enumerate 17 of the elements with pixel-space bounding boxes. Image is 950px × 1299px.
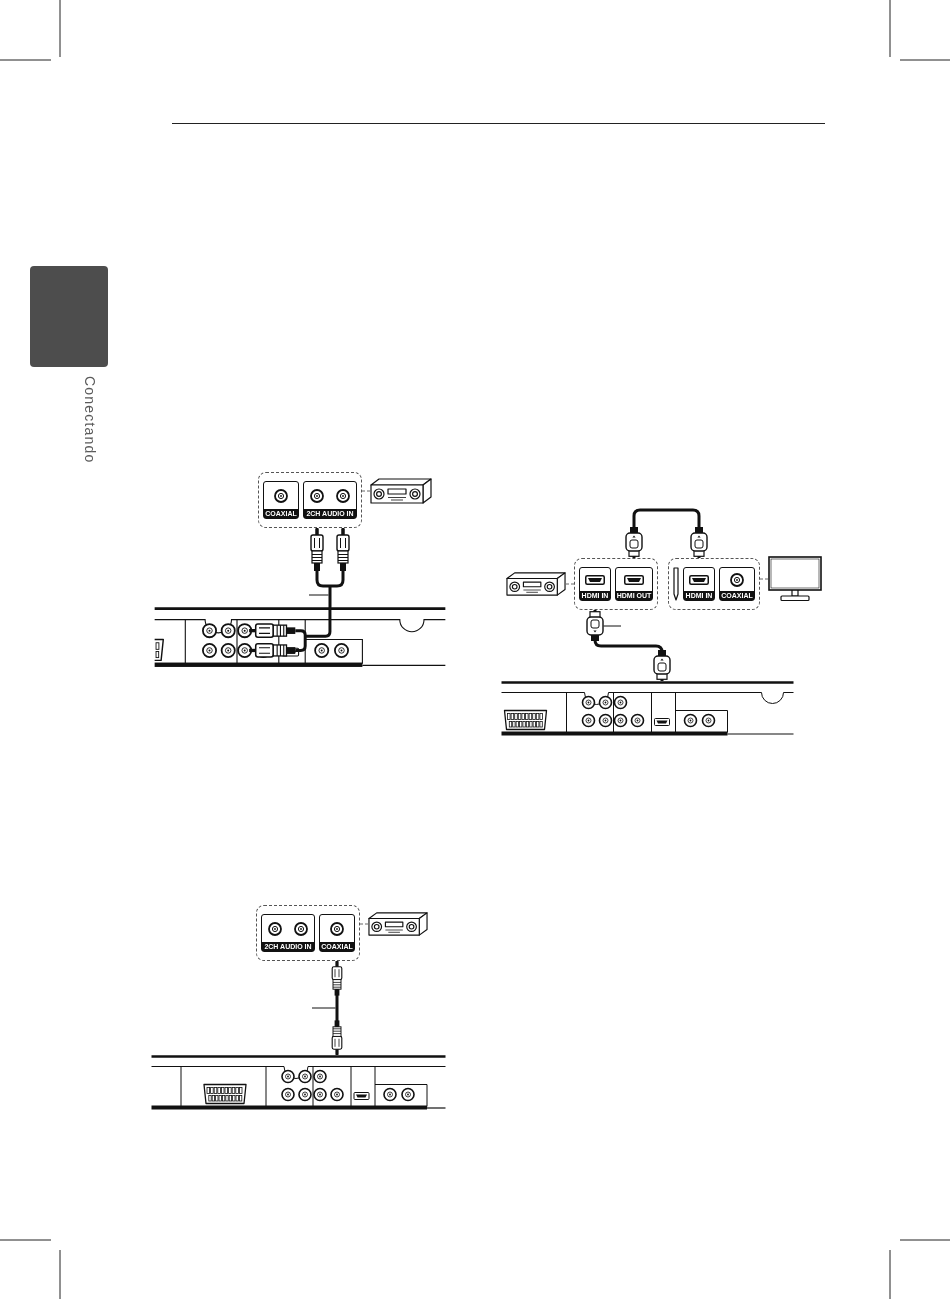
section-title: Conectando (82, 376, 98, 464)
av-receiver-drawing (368, 912, 428, 936)
av-receiver-drawing (506, 572, 566, 596)
jack-panel (574, 558, 658, 610)
dashed-connector (361, 490, 371, 492)
rear-panel-drawing (500, 681, 795, 739)
section-tab (30, 266, 108, 367)
jack-panel (258, 472, 362, 528)
av-receiver-drawing (370, 478, 432, 504)
cable (308, 526, 350, 609)
dashed-connector (565, 583, 575, 585)
jack-panel (256, 905, 360, 961)
dashed-connector (759, 578, 769, 580)
dashed-connector (359, 923, 369, 925)
jack-panel (668, 558, 760, 610)
rear-panel-drawing (150, 1055, 447, 1113)
tv-drawing (768, 556, 822, 602)
